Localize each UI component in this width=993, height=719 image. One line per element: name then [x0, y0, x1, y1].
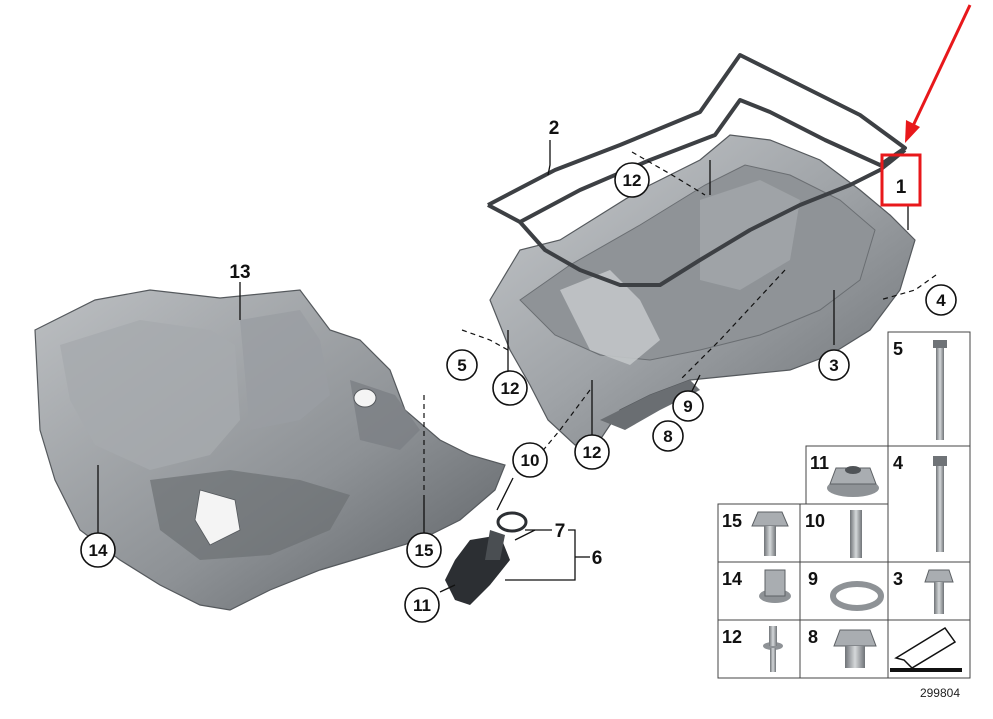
part-8-drain-plug — [833, 629, 877, 668]
grid-label-5: 5 — [893, 339, 903, 359]
callout-13[interactable]: 13 — [229, 262, 250, 283]
part-12-pin — [763, 626, 783, 672]
svg-text:12: 12 — [583, 443, 602, 462]
callout-5[interactable]: 5 — [446, 349, 478, 381]
callout-12-bottom[interactable]: 12 — [574, 434, 610, 470]
oil-pan-gasket — [487, 53, 907, 287]
callout-1[interactable]: 1 — [896, 177, 907, 198]
svg-text:5: 5 — [457, 356, 466, 375]
callout-10[interactable]: 10 — [512, 442, 548, 478]
part-11-nut — [827, 466, 879, 497]
svg-text:9: 9 — [683, 397, 692, 416]
grid-label-14: 14 — [722, 569, 742, 589]
svg-text:12: 12 — [501, 379, 520, 398]
part-4-bolt — [933, 456, 947, 552]
callout-3[interactable]: 3 — [818, 349, 850, 381]
part-3-screw — [924, 569, 954, 614]
grid-label-3: 3 — [893, 569, 903, 589]
oil-pan — [489, 134, 916, 446]
svg-text:15: 15 — [415, 541, 434, 560]
grid-label-15: 15 — [722, 511, 742, 531]
grid-label-10: 10 — [805, 511, 825, 531]
part-10-stud — [850, 510, 862, 558]
grid-label-9: 9 — [808, 569, 818, 589]
grid-label-4: 4 — [893, 453, 903, 473]
grid-label-8: 8 — [808, 627, 818, 647]
svg-text:14: 14 — [89, 541, 108, 560]
svg-text:11: 11 — [413, 596, 431, 615]
grid-label-12: 12 — [722, 627, 742, 647]
direction-arrow-icon — [890, 626, 962, 672]
oil-level-sensor — [445, 511, 528, 605]
callout-8[interactable]: 8 — [652, 420, 684, 452]
svg-text:12: 12 — [623, 171, 642, 190]
parts-grid: 5 11 4 15 10 14 9 3 12 8 — [717, 331, 971, 679]
highlight-arrow — [905, 4, 972, 143]
svg-text:8: 8 — [663, 427, 672, 446]
callout-4[interactable]: 4 — [925, 284, 957, 316]
callout-11[interactable]: 11 — [404, 587, 440, 623]
part-14-rivet — [759, 569, 791, 603]
part-5-bolt — [933, 340, 947, 440]
part-15-screw — [751, 511, 789, 556]
svg-text:10: 10 — [521, 451, 540, 470]
highlight-box — [880, 153, 922, 207]
leader-lines — [97, 140, 937, 593]
part-9-seal-ring — [830, 581, 884, 611]
svg-text:4: 4 — [936, 291, 946, 310]
callout-15[interactable]: 15 — [406, 532, 442, 568]
reference-number: 299804 — [920, 686, 960, 700]
grid-label-11: 11 — [810, 453, 829, 473]
underbody-shield — [34, 289, 506, 611]
callout-12-left[interactable]: 12 — [492, 370, 528, 406]
svg-text:3: 3 — [829, 356, 838, 375]
callout-9[interactable]: 9 — [672, 390, 704, 422]
callout-14[interactable]: 14 — [80, 532, 116, 568]
callout-2[interactable]: 2 — [549, 118, 560, 139]
callout-12-top[interactable]: 12 — [614, 162, 650, 198]
callout-7[interactable]: 7 — [555, 521, 566, 542]
callout-6[interactable]: 6 — [592, 548, 603, 569]
